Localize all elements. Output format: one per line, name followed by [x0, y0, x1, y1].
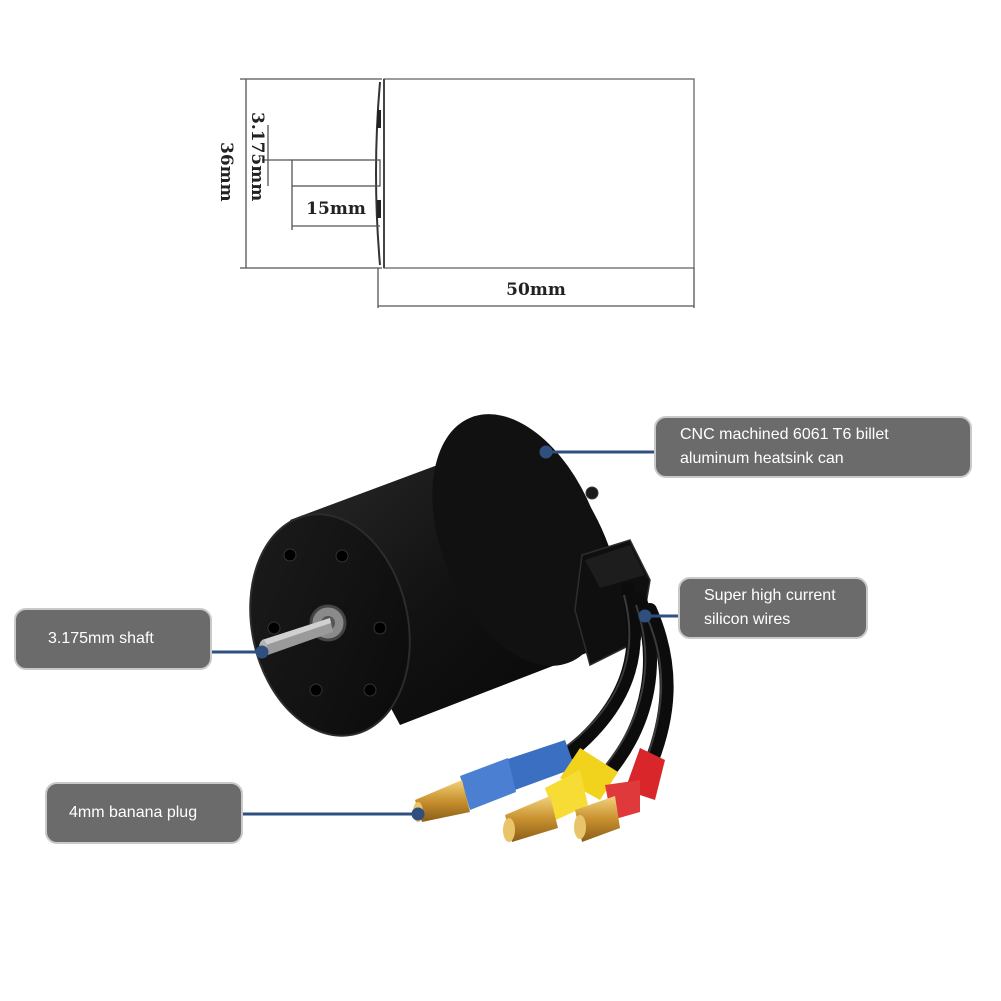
dim-body-length-label: 50mm [506, 280, 566, 300]
callout-shaft: 3.175mm shaft [14, 608, 212, 670]
mount-holes [267, 548, 387, 697]
yellow-connector [503, 748, 618, 842]
red-connector [574, 748, 665, 842]
shaft-outline [291, 159, 381, 187]
callout-heatsink: CNC machined 6061 T6 billet aluminum hea… [654, 416, 972, 478]
callout-wires: Super high current silicon wires [678, 577, 868, 639]
dimension-drawing: 36mm 3.175mm 15mm 50mm [216, 78, 695, 308]
motor-can [249, 414, 622, 737]
dim-shaft-length-label: 15mm [306, 199, 366, 219]
dim-height-label: 36mm [216, 142, 236, 202]
dim-shaft-diameter-label: 3.175mm [247, 112, 267, 201]
leader-lines [212, 445, 678, 821]
callout-plug: 4mm banana plug [45, 782, 243, 844]
